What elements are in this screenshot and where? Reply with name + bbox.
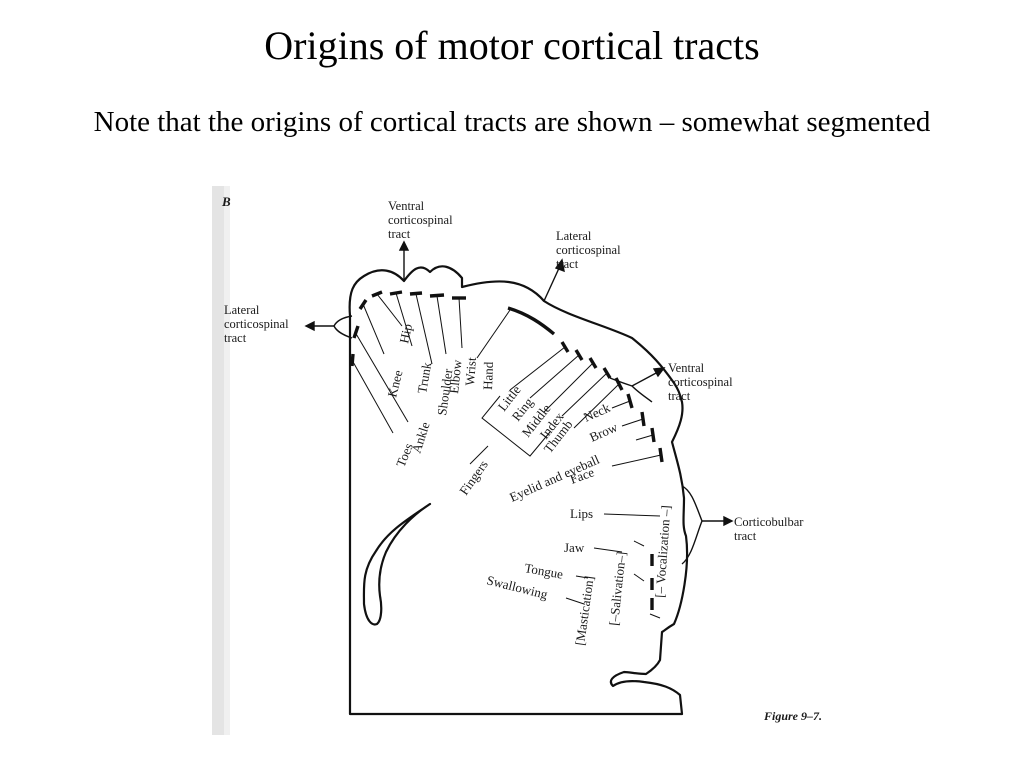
corticobulbar-bracket (681, 485, 703, 565)
ventral-right-tract-line1: Ventral (668, 361, 705, 375)
lateral-left-arrowhead (304, 320, 315, 332)
lateral-top-tract-line2: corticospinal (556, 243, 621, 257)
ventral-right-tract-line3: tract (668, 389, 691, 403)
leader-hip (376, 293, 403, 327)
slide-subtitle: Note that the origins of cortical tracts… (93, 106, 931, 138)
leader-neck (611, 400, 631, 409)
vocal-tick-1 (633, 540, 645, 547)
ventricle-shape (362, 502, 432, 626)
leader-ring (529, 354, 580, 399)
leader-toes (351, 359, 394, 434)
lateral-top-arrow (543, 265, 561, 302)
lateral-top-tract-line1: Lateral (556, 229, 592, 243)
label-wrist: Wrist (462, 356, 479, 386)
leader-middle (543, 362, 594, 413)
leader-knee (362, 303, 385, 355)
leader-lips (603, 513, 661, 517)
corticobulbar-tract-line2: tract (734, 529, 757, 543)
leader-ankle (354, 331, 409, 423)
vocal-tick-2 (633, 573, 645, 582)
leader-eyelid (635, 434, 654, 441)
label-mastication: [Mastication] (572, 575, 597, 646)
ventral-right-arrowhead (652, 367, 666, 378)
label-brow: Brow (587, 419, 620, 445)
leader-elbow (436, 295, 447, 355)
ventral-top-arrowhead (398, 240, 410, 251)
leader-swallowing (565, 597, 585, 605)
label-elbow: Elbow (446, 358, 465, 394)
corticobulbar-tract-line1: Corticobulbar (734, 515, 804, 529)
leader-thumb (573, 383, 620, 429)
panel-letter: B (221, 194, 231, 209)
leader-fingers (469, 445, 489, 465)
leader-little (509, 346, 566, 391)
segment-shoulder (409, 291, 423, 296)
corticobulbar-arrowhead (723, 515, 734, 527)
leader-tongue (575, 575, 589, 579)
segment-elbow (429, 293, 445, 298)
label-tongue: Tongue (523, 560, 564, 582)
lateral-left-tract-line1: Lateral (224, 303, 260, 317)
leader-face (611, 454, 662, 467)
label-trunk: Trunk (414, 361, 434, 395)
label-ankle: Ankle (409, 420, 433, 455)
lateral-top-arrowhead (554, 258, 565, 273)
figure-caption: Figure 9–7. (763, 709, 822, 723)
label-fingers: Fingers (456, 457, 491, 498)
segment-ankle (352, 325, 360, 339)
section-outline (348, 265, 689, 716)
lateral-left-bracket (333, 315, 353, 339)
motor-cortex-figure: B Ventral corticospinal tract Lateral co… (212, 186, 850, 735)
lateral-top-tract-line3: tract (556, 257, 579, 271)
label-shoulder: Shoulder (434, 367, 455, 416)
ventral-right-tract-line2: corticospinal (668, 375, 733, 389)
label-vocalization: [– Vocalization –] (652, 505, 673, 598)
homunculus-diagram: B Ventral corticospinal tract Lateral co… (212, 186, 822, 735)
ventral-top-tract-line3: tract (388, 227, 411, 241)
label-hand: Hand (480, 361, 496, 390)
leader-trunk (395, 292, 413, 347)
label-salivation: [–Salivation–] (606, 551, 629, 627)
leader-brow (621, 418, 644, 427)
segment-hand-arc (507, 306, 556, 336)
lateral-left-tract-line3: tract (224, 331, 247, 345)
leader-jaw (593, 547, 623, 553)
vocal-tick-3 (649, 613, 661, 619)
lateral-left-tract-line2: corticospinal (224, 317, 289, 331)
ventral-top-tract-line2: corticospinal (388, 213, 453, 227)
fingers-bracket (481, 395, 551, 457)
label-knee: Knee (384, 368, 405, 398)
slide-title: Origins of motor cortical tracts (264, 23, 760, 68)
leader-index (561, 372, 608, 417)
leader-hand (476, 309, 511, 359)
leader-shoulder (415, 293, 433, 365)
label-jaw: Jaw (564, 540, 585, 555)
ventral-top-tract-line1: Ventral (388, 199, 425, 213)
label-lips: Lips (570, 506, 593, 521)
scan-edge (212, 186, 224, 735)
label-hip: Hip (396, 322, 415, 344)
leader-wrist (458, 297, 463, 349)
ventral-right-arrow (631, 371, 659, 387)
scan-edge-inner (224, 186, 230, 735)
